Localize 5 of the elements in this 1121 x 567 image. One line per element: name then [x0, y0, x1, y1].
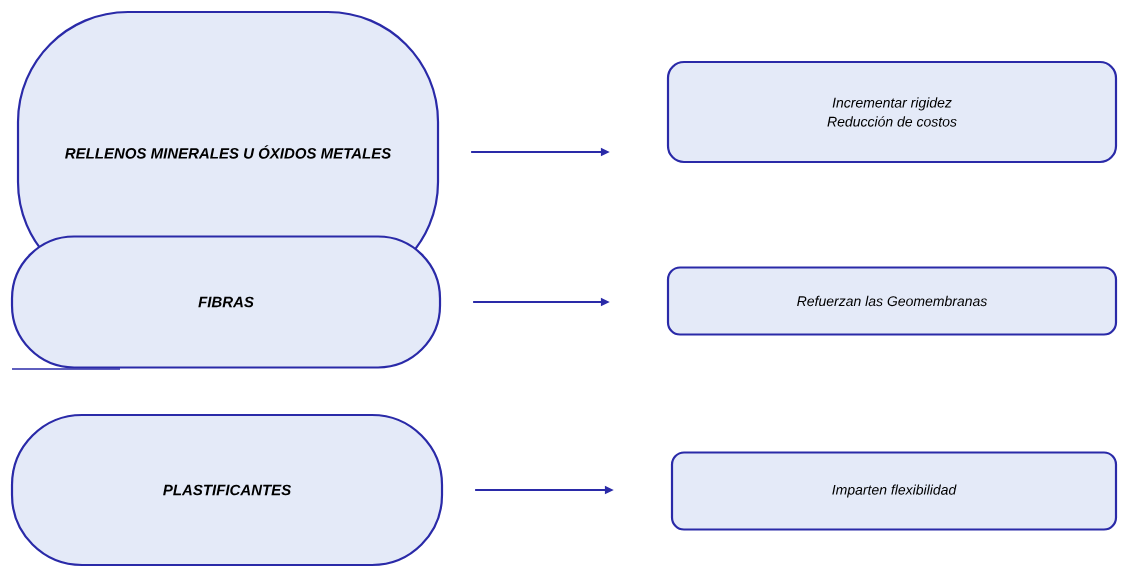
rounded-pill-box: FIBRAS: [10, 235, 442, 369]
rounded-box: Refuerzan las Geomembranas: [666, 266, 1118, 336]
rounded-pill-box: PLASTIFICANTES: [10, 413, 444, 567]
rounded-box: Incrementar rigidez Reducción de costos: [666, 60, 1118, 164]
rounded-box: Imparten flexibilidad: [670, 451, 1118, 531]
